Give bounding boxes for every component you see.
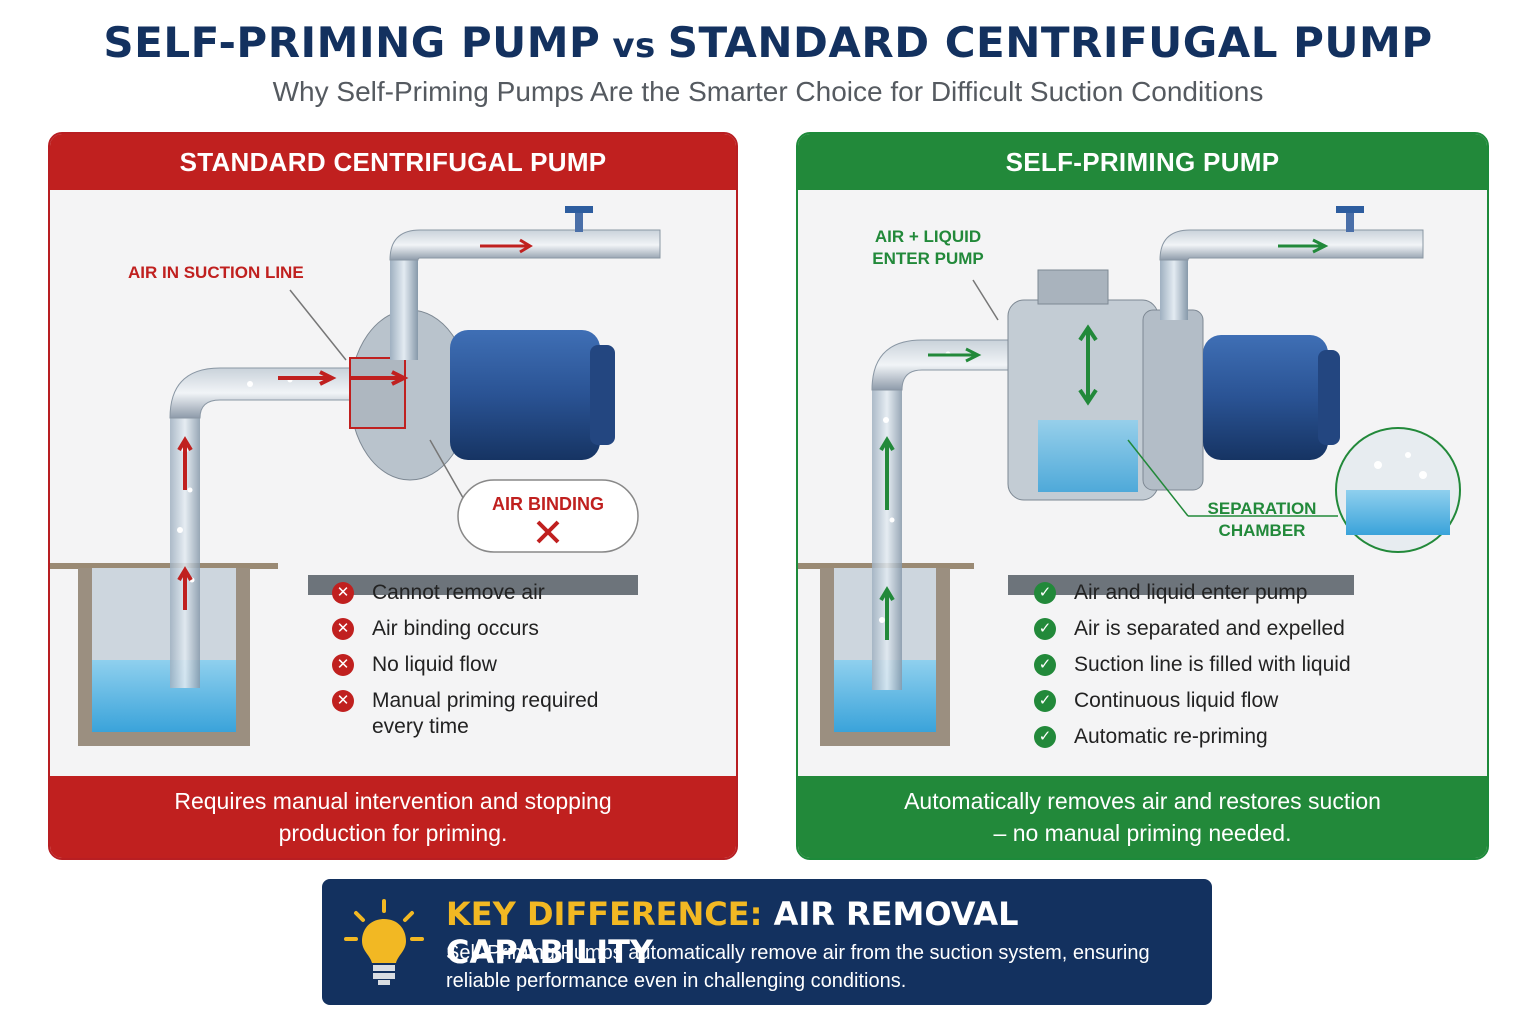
title-left: SELF-PRIMING PUMP bbox=[103, 18, 601, 67]
air-in-suction-line-label: AIR IN SUCTION LINE bbox=[128, 263, 304, 282]
self-priming-panel-footer: Automatically removes air and restores s… bbox=[798, 776, 1487, 858]
self-priming-pump-panel: SELF-PRIMING PUMP bbox=[796, 132, 1489, 860]
standard-pump-panel: STANDARD CENTRIFUGAL PUMP bbox=[48, 132, 738, 860]
standard-panel-footer: Requires manual intervention and stoppin… bbox=[50, 776, 736, 858]
key-difference-heading: AIR REMOVAL CAPABILITY bbox=[446, 895, 1019, 971]
title-vs: vs bbox=[612, 26, 656, 66]
separation-chamber-label-2: CHAMBER bbox=[1219, 521, 1306, 540]
list-item: ✓Air and liquid enter pump bbox=[1034, 580, 1351, 606]
air-binding-callout: AIR BINDING bbox=[457, 479, 639, 553]
suction-pipe bbox=[871, 339, 1039, 690]
list-item: ✕Manual priming required every time bbox=[332, 688, 612, 740]
self-priming-panel-header: SELF-PRIMING PUMP bbox=[798, 134, 1487, 190]
page-subtitle: Why Self-Priming Pumps Are the Smarter C… bbox=[272, 76, 1264, 107]
centrifugal-pump bbox=[278, 206, 661, 595]
list-item: ✕Cannot remove air bbox=[332, 580, 612, 606]
air-liquid-enter-label-2: ENTER PUMP bbox=[872, 249, 983, 268]
key-difference-description: Self-Priming Pumps automatically remove … bbox=[446, 942, 1150, 992]
x-circle-icon: ✕ bbox=[332, 582, 354, 604]
x-circle-icon: ✕ bbox=[332, 654, 354, 676]
self-priming-benefits-list: ✓Air and liquid enter pump ✓Air is separ… bbox=[1034, 580, 1351, 760]
key-difference-title: KEY DIFFERENCE: AIR REMOVAL CAPABILITY bbox=[446, 895, 1212, 971]
suction-pipe bbox=[169, 367, 361, 688]
list-item: ✕Air binding occurs bbox=[332, 616, 612, 642]
list-item: ✓Continuous liquid flow bbox=[1034, 688, 1351, 714]
title-right: STANDARD CENTRIFUGAL PUMP bbox=[667, 18, 1433, 67]
standard-drawbacks-list: ✕Cannot remove air ✕Air binding occurs ✕… bbox=[332, 580, 612, 750]
key-difference-label: KEY DIFFERENCE: bbox=[446, 895, 763, 933]
check-circle-icon: ✓ bbox=[1034, 618, 1056, 640]
standard-pump-diagram: AIR IN SUCTION LINE AIR BINDING bbox=[50, 206, 661, 746]
list-item: ✓Automatic re-priming bbox=[1034, 724, 1351, 750]
self-priming-pump-diagram: AIR + LIQUID ENTER PUMP SEPARATION CHAMB… bbox=[798, 206, 1461, 746]
check-circle-icon: ✓ bbox=[1034, 726, 1056, 748]
air-liquid-enter-label-1: AIR + LIQUID bbox=[875, 227, 981, 246]
check-circle-icon: ✓ bbox=[1034, 582, 1056, 604]
list-item: ✓Air is separated and expelled bbox=[1034, 616, 1351, 642]
x-circle-icon: ✕ bbox=[332, 690, 354, 712]
key-difference-banner: KEY DIFFERENCE: AIR REMOVAL CAPABILITY S… bbox=[322, 879, 1212, 1005]
lightbulb-icon bbox=[344, 899, 424, 985]
separation-chamber-label-1: SEPARATION bbox=[1208, 499, 1317, 518]
page-title: SELF-PRIMING PUMP vs STANDARD CENTRIFUGAL … bbox=[0, 18, 1536, 67]
check-circle-icon: ✓ bbox=[1034, 690, 1056, 712]
standard-panel-header: STANDARD CENTRIFUGAL PUMP bbox=[50, 134, 736, 190]
x-circle-icon: ✕ bbox=[332, 618, 354, 640]
check-circle-icon: ✓ bbox=[1034, 654, 1056, 676]
list-item: ✓Suction line is filled with liquid bbox=[1034, 652, 1351, 678]
air-binding-label: AIR BINDING bbox=[492, 494, 604, 514]
list-item: ✕No liquid flow bbox=[332, 652, 612, 678]
self-priming-pump bbox=[1007, 206, 1424, 595]
separation-chamber-inset bbox=[1127, 427, 1461, 553]
water-tank bbox=[50, 563, 278, 746]
x-mark-icon bbox=[536, 520, 560, 544]
